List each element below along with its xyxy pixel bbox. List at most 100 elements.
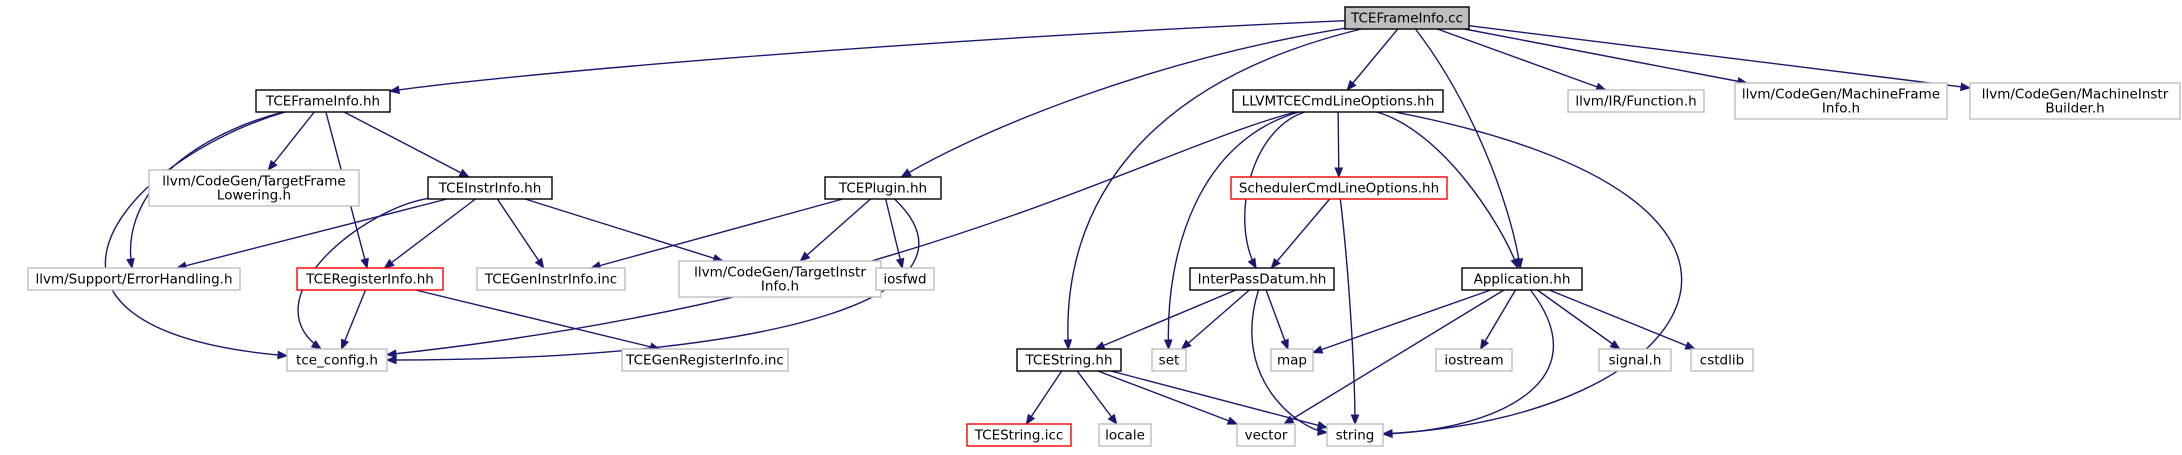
- node-box: [286, 348, 388, 372]
- edge-interpassdatum-hh-to-string: [1251, 289, 1329, 436]
- node-vector[interactable]: vector: [1236, 423, 1296, 447]
- arrowhead: [799, 251, 811, 262]
- edge-tceframeinfo-cc-to-llvmtcecmdlineoptions-hh: [1346, 28, 1399, 92]
- node-box: [1189, 267, 1335, 291]
- node-label: TCEPlugin.hh: [838, 181, 927, 197]
- node-box: [255, 89, 391, 113]
- node-tcegenregisterinfo-inc[interactable]: TCEGenRegisterInfo.inc: [621, 348, 789, 372]
- node-box: [27, 267, 241, 291]
- arrowhead: [1317, 427, 1329, 436]
- node-llvmtcecmdlineoptions-hh[interactable]: LLVMTCECmdLineOptions.hh: [1232, 89, 1444, 113]
- node-box: [148, 169, 360, 207]
- node-tceplugin-hh[interactable]: TCEPlugin.hh: [824, 176, 942, 200]
- arrowhead: [385, 349, 397, 358]
- edge-schedulercmdlineoptions-hh-to-interpassdatum-hh: [1270, 198, 1331, 270]
- node-set[interactable]: set: [1151, 348, 1187, 372]
- edge-tceplugin-hh-to-iosfwd: [884, 198, 905, 270]
- node-label: InterPassDatum.hh: [1198, 272, 1327, 288]
- edge-tceinstrinfo-hh-to-llvm-support-errorhandling-h: [175, 198, 448, 270]
- node-label: signal.h: [1609, 353, 1662, 369]
- arrowhead: [1107, 413, 1118, 426]
- arrowhead: [1334, 167, 1344, 179]
- node-label: TCEGenRegisterInfo.inc: [625, 353, 784, 369]
- node-label: TCEFrameInfo.cc: [1350, 11, 1463, 27]
- node-tcestring-hh[interactable]: TCEString.hh: [1016, 348, 1122, 372]
- edge-application-hh-to-iostream: [1479, 289, 1517, 351]
- node-tcestring-icc[interactable]: TCEString.icc: [966, 423, 1072, 447]
- node-label: Info.h: [761, 279, 799, 295]
- node-box: [1098, 423, 1152, 447]
- node-box: [1690, 348, 1754, 372]
- node-tceregisterinfo-hh[interactable]: TCERegisterInfo.hh: [296, 267, 444, 291]
- node-tceinstrinfo-hh[interactable]: TCEInstrInfo.hh: [427, 176, 553, 200]
- arrowhead: [1226, 416, 1239, 425]
- arrowhead: [1270, 257, 1281, 270]
- edge-llvmtcecmdlineoptions-hh-to-schedulercmdlineoptions-hh: [1334, 111, 1344, 179]
- edge-tcestring-hh-to-tcestring-icc: [1025, 370, 1063, 426]
- node-box: [296, 267, 444, 291]
- node-label: Application.hh: [1474, 272, 1571, 288]
- arrowhead: [1350, 414, 1360, 426]
- node-signal-h[interactable]: signal.h: [1598, 348, 1672, 372]
- node-map[interactable]: map: [1270, 348, 1314, 372]
- node-iostream[interactable]: iostream: [1435, 348, 1513, 372]
- node-label: TCERegisterInfo.hh: [305, 272, 434, 288]
- node-box: [824, 176, 942, 200]
- node-cstdlib[interactable]: cstdlib: [1690, 348, 1754, 372]
- node-label: TCEString.hh: [1024, 353, 1112, 369]
- node-tceframeinfo-hh[interactable]: TCEFrameInfo.hh: [255, 89, 391, 113]
- node-label: cstdlib: [1700, 353, 1744, 369]
- node-box: [1435, 348, 1513, 372]
- node-box: [621, 348, 789, 372]
- node-label: SchedulerCmdLineOptions.hh: [1239, 181, 1439, 197]
- edge-tceframeinfo-cc-to-llvm-ir-function-h: [1437, 28, 1607, 91]
- node-application-hh[interactable]: Application.hh: [1461, 267, 1583, 291]
- node-box: [1151, 348, 1187, 372]
- edge-tceframeinfo-hh-to-tce-config-h: [104, 111, 289, 360]
- node-box: [1236, 423, 1296, 447]
- arrowhead: [126, 257, 135, 270]
- node-label: TCEInstrInfo.hh: [438, 181, 542, 197]
- node-tce-config-h[interactable]: tce_config.h: [286, 348, 388, 372]
- arrowhead: [895, 257, 905, 270]
- node-label: llvm/CodeGen/TargetInstr: [694, 265, 866, 281]
- edge-tceplugin-hh-to-llvm-codegen-targetinstrinfo-h: [799, 198, 872, 262]
- edge-application-hh-to-cstdlib: [1548, 289, 1697, 350]
- node-box: [1461, 267, 1583, 291]
- node-label: iosfwd: [883, 272, 926, 288]
- node-string[interactable]: string: [1326, 423, 1384, 447]
- arrowhead: [385, 355, 397, 365]
- node-box: [1270, 348, 1314, 372]
- arrowhead: [534, 257, 545, 270]
- node-llvm-ir-function-h[interactable]: llvm/IR/Function.h: [1567, 89, 1705, 113]
- node-schedulercmdlineoptions-hh[interactable]: SchedulerCmdLineOptions.hh: [1230, 176, 1448, 200]
- arrowhead: [1025, 413, 1036, 426]
- edge-application-hh-to-signal-h: [1536, 289, 1621, 350]
- arrowhead: [340, 338, 350, 351]
- arrowhead: [1346, 79, 1357, 92]
- arrowhead: [1180, 339, 1192, 350]
- node-tceframeinfo-cc: TCEFrameInfo.cc: [1344, 6, 1470, 30]
- node-label: Lowering.h: [217, 188, 291, 204]
- node-label: Info.h: [1822, 101, 1860, 117]
- node-label: llvm/Support/ErrorHandling.h: [35, 272, 232, 288]
- node-iosfwd[interactable]: iosfwd: [875, 267, 935, 291]
- node-label: TCEString.icc: [974, 428, 1064, 444]
- edge-tceframeinfo-hh-to-tceinstrinfo-hh: [343, 111, 471, 178]
- node-interpassdatum-hh[interactable]: InterPassDatum.hh: [1189, 267, 1335, 291]
- arrowhead: [360, 257, 369, 270]
- node-box: [1567, 89, 1705, 113]
- node-locale[interactable]: locale: [1098, 423, 1152, 447]
- edge-tceframeinfo-cc-to-tceplugin-hh: [900, 27, 1346, 178]
- node-box: [1016, 348, 1122, 372]
- node-llvm-support-errorhandling-h[interactable]: llvm/Support/ErrorHandling.h: [27, 267, 241, 291]
- edge-tceregisterinfo-hh-to-tce-config-h: [340, 289, 367, 351]
- node-tcegeninstrinfo-inc[interactable]: TCEGenInstrInfo.inc: [476, 267, 626, 291]
- edge-tceframeinfo-cc-to-llvm-codegen-machineframeinfo-h: [1464, 28, 1749, 86]
- arrowhead: [900, 168, 912, 178]
